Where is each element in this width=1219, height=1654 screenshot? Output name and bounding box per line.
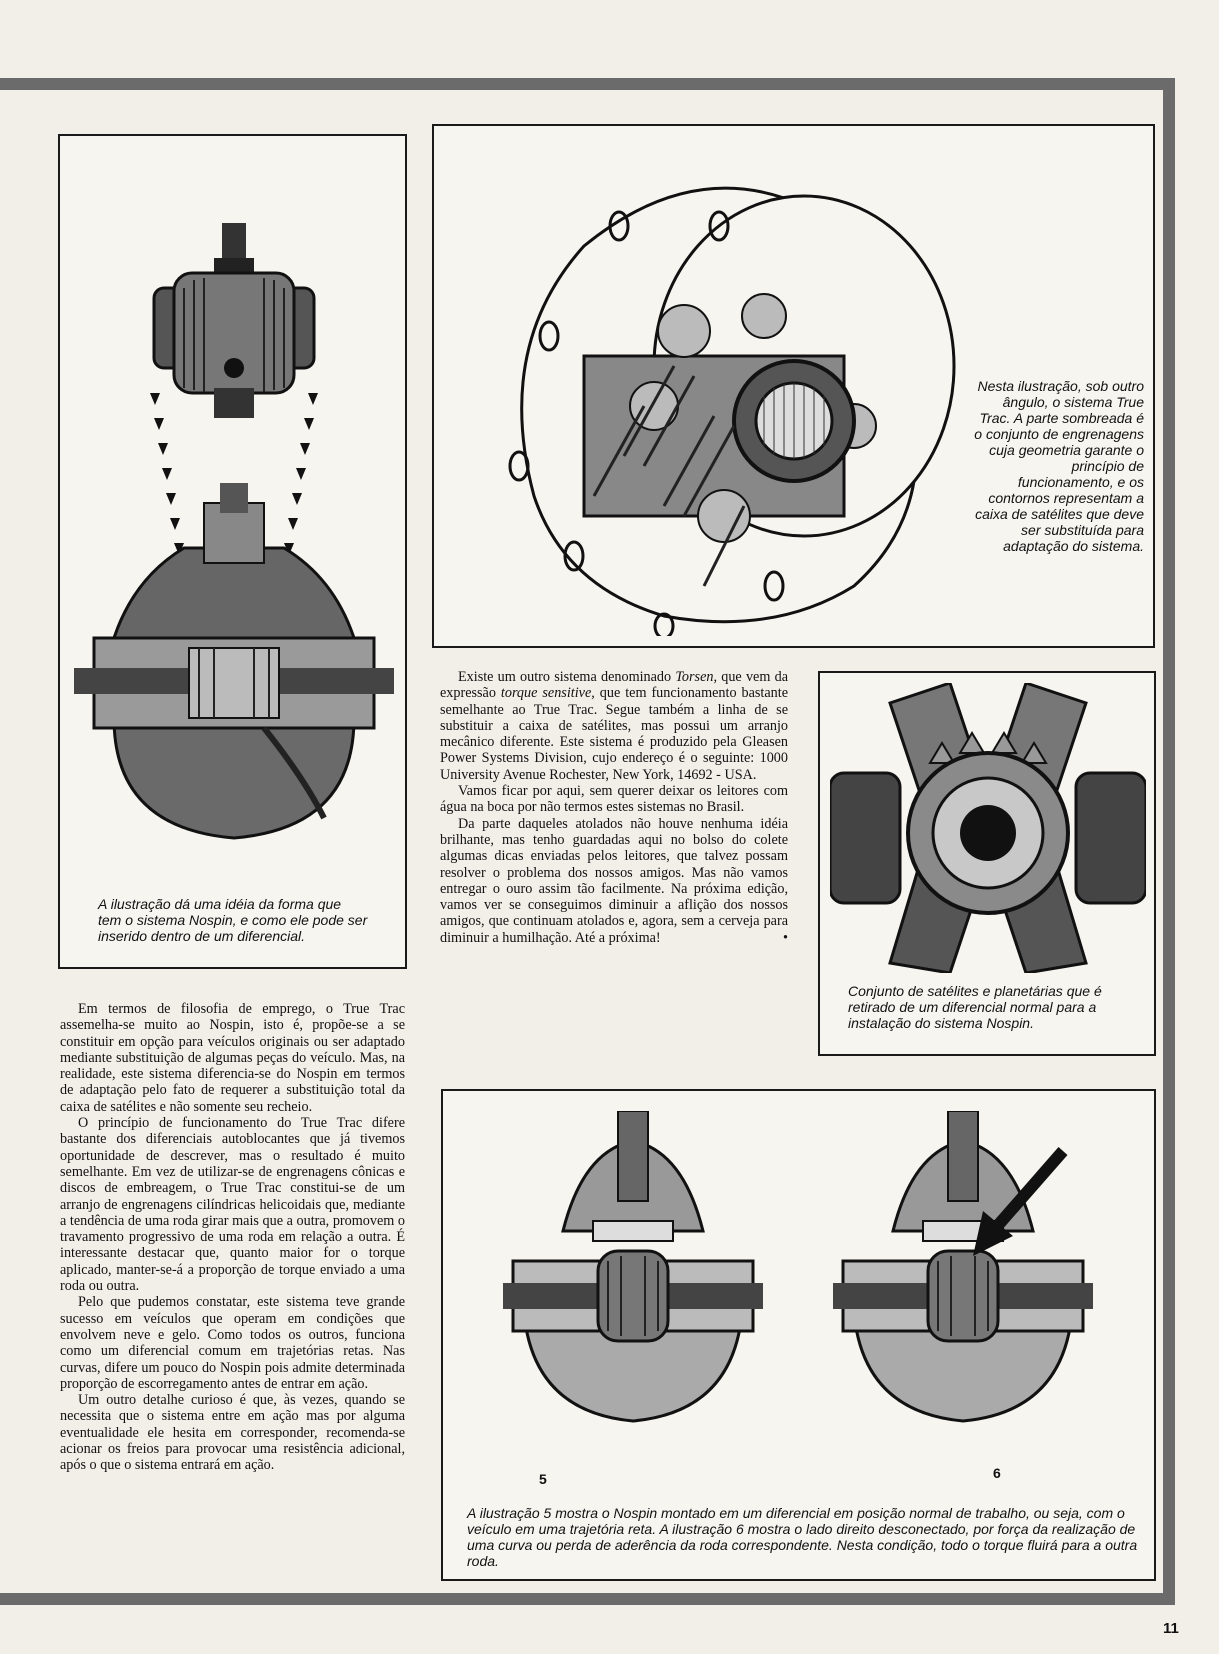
satellites-illustration: [830, 683, 1146, 973]
figures-5-6-caption: A ilustração 5 mostra o Nospin montado e…: [467, 1505, 1138, 1569]
article-paragraph-torsen: Existe um outro sistema denominado Torse…: [440, 669, 788, 783]
article-left-column: Em termos de filosofia de emprego, o Tru…: [60, 1001, 405, 1474]
article-middle-column: Existe um outro sistema denominado Torse…: [440, 669, 788, 946]
article-paragraph: Vamos ficar por aqui, sem querer deixar …: [440, 783, 788, 816]
true-trac-illustration: [508, 186, 956, 636]
article-paragraph: Um outro detalhe curioso é que, às vezes…: [60, 1392, 405, 1474]
frame-right-bar: [1163, 78, 1175, 1603]
true-trac-caption: Nesta ilustração, sob outro ângulo, o si…: [974, 378, 1144, 554]
figure-5-illustration: [503, 1111, 763, 1423]
true-trac-box: Nesta ilustração, sob outro ângulo, o si…: [432, 124, 1155, 648]
nospin-insert-caption: A ilustração dá uma idéia da forma que t…: [98, 896, 368, 944]
figure-5-number: 5: [539, 1471, 547, 1487]
article-paragraph: Pelo que pudemos constatar, este sistema…: [60, 1294, 405, 1392]
nospin-insert-box: A ilustração dá uma idéia da forma que t…: [58, 134, 407, 969]
figure-6-number: 6: [993, 1465, 1001, 1481]
article-paragraph: Em termos de filosofia de emprego, o Tru…: [60, 1001, 405, 1115]
article-paragraph: O princípio de funcionamento do True Tra…: [60, 1115, 405, 1295]
article-end-mark: •: [783, 929, 788, 946]
satellites-caption: Conjunto de satélites e planetárias que …: [848, 983, 1102, 1031]
frame-bottom-bar: [0, 1593, 1175, 1605]
page-number: 11: [1163, 1620, 1179, 1637]
figures-5-6-box: 5 6 A ilustração 5 mostra o Nospin monta…: [441, 1089, 1156, 1581]
frame-top-bar: [0, 78, 1175, 90]
figure-6-illustration: [833, 1111, 1093, 1423]
nospin-insert-illustration: [74, 223, 394, 840]
article-paragraph: Da parte daqueles atolados não houve nen…: [440, 815, 788, 946]
satellites-box: Conjunto de satélites e planetárias que …: [818, 671, 1156, 1056]
